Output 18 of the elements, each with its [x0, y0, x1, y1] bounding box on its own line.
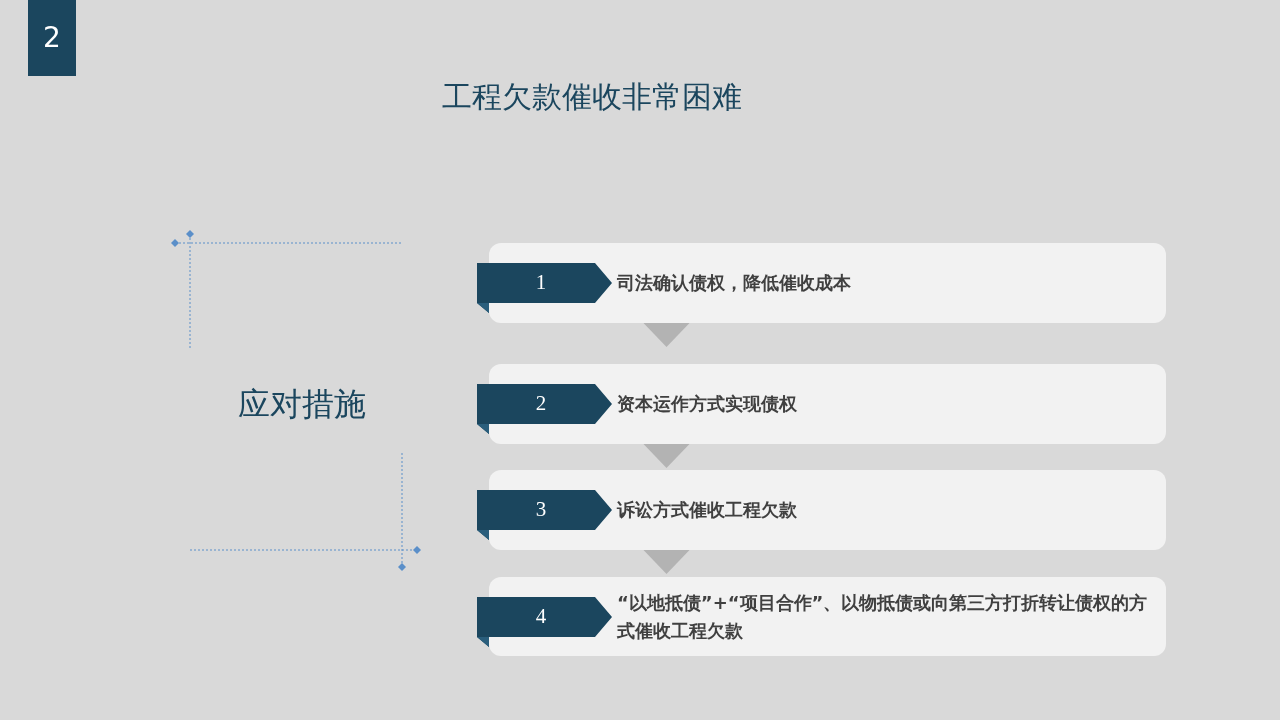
- number-tab: [477, 384, 612, 434]
- number-tab: [477, 263, 612, 313]
- chevron-arrow: [643, 550, 690, 574]
- page-number-badge: 2: [28, 0, 76, 76]
- step-number: 2: [534, 390, 548, 418]
- chevron-arrow: [643, 323, 690, 347]
- step-text: “以地抵债”+“项目合作”、以物抵债或向第三方打折转让债权的方式催收工程欠款: [617, 590, 1149, 643]
- step-text: 诉讼方式催收工程欠款: [617, 498, 798, 522]
- step-number: 3: [534, 496, 548, 524]
- step-number: 4: [534, 603, 548, 631]
- chevron-arrow: [643, 444, 690, 468]
- slide-title: 工程欠款催收非常困难: [442, 78, 742, 116]
- number-tab: [477, 490, 612, 540]
- step-text: 资本运作方式实现债权: [617, 392, 798, 416]
- number-tab: [477, 597, 612, 647]
- step-text: 司法确认债权，降低催收成本: [617, 271, 852, 295]
- section-heading: 应对措施: [238, 384, 366, 425]
- step-number: 1: [534, 269, 548, 297]
